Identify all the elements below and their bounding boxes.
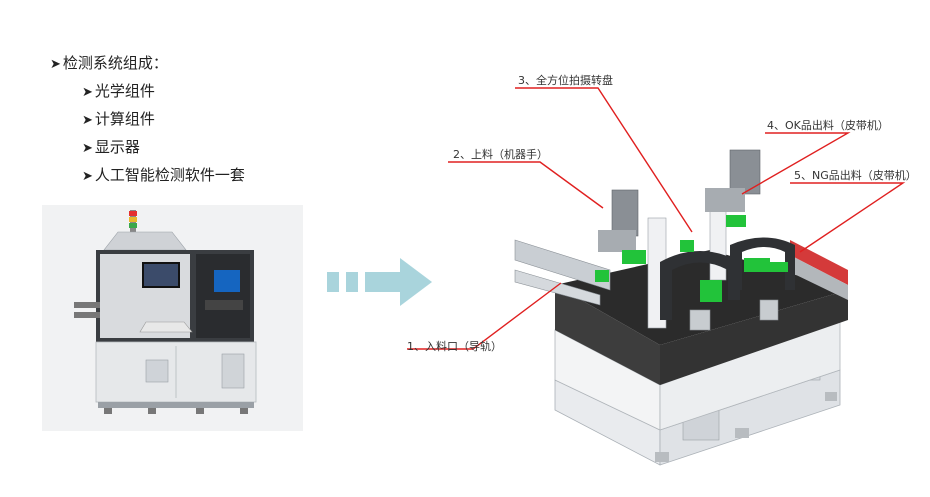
transition-arrow-icon	[327, 258, 432, 306]
system-composition-list: ➤检测系统组成： ➤光学组件 ➤计算组件 ➤显示器 ➤人工智能检测软件一套	[50, 50, 245, 190]
list-item: ➤计算组件	[82, 110, 155, 128]
bullet-arrow-icon: ➤	[50, 57, 61, 72]
callout-ng-output-belt: 5、NG品出料（皮带机）	[794, 169, 917, 182]
list-item: ➤人工智能检测软件一套	[82, 166, 245, 184]
list-item: ➤显示器	[82, 138, 140, 156]
composition-heading: 检测系统组成：	[62, 54, 168, 72]
bullet-arrow-icon: ➤	[82, 113, 93, 128]
list-item: ➤光学组件	[82, 82, 155, 100]
callout-rotary-camera-turntable: 3、全方位拍摄转盘	[518, 74, 613, 87]
machine-detail-render	[514, 149, 848, 466]
bullet-arrow-icon: ➤	[82, 141, 93, 156]
callout-infeed-rail: 1、入料口（导轨）	[407, 340, 502, 353]
callout-loading-robot: 2、上料（机器手）	[453, 148, 548, 161]
inspection-machine-photo	[42, 205, 303, 431]
bullet-arrow-icon: ➤	[82, 169, 93, 184]
callout-ok-output-belt: 4、OK品出料（皮带机）	[767, 119, 889, 132]
bullet-arrow-icon: ➤	[82, 85, 93, 100]
composition-heading-row: ➤检测系统组成：	[50, 50, 245, 78]
callout-leader-lines	[407, 87, 906, 350]
